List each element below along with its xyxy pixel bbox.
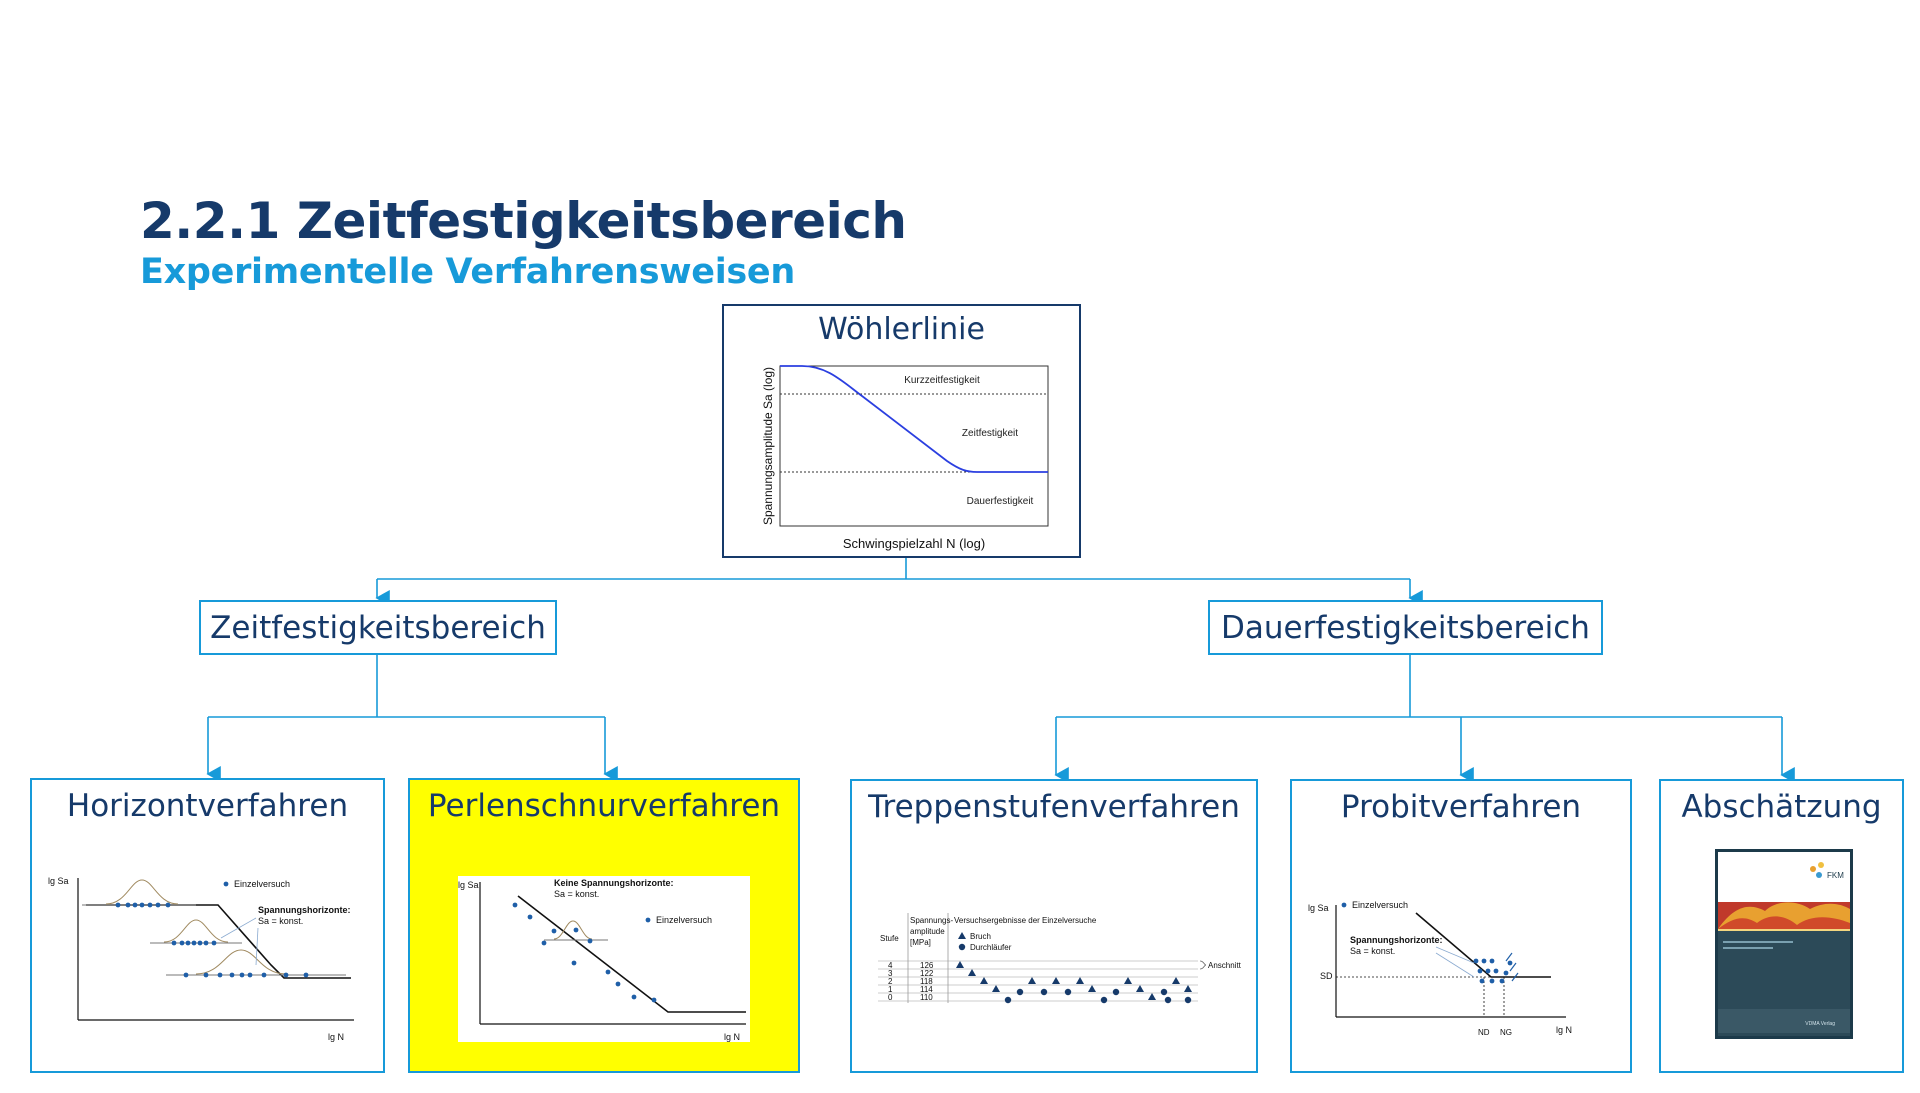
svg-text:122: 122 [920, 969, 934, 978]
svg-text:Stufe: Stufe [880, 934, 899, 943]
svg-text:amplitude: amplitude [910, 927, 945, 936]
svg-text:126: 126 [920, 961, 934, 970]
svg-text:FKM: FKM [1827, 871, 1844, 880]
svg-text:lg Sa: lg Sa [1308, 903, 1329, 913]
abschaetzung-box: Abschätzung FKM VDMA Verlag [1659, 779, 1904, 1073]
region-label: Kurzzeitfestigkeit [904, 375, 980, 386]
svg-text:Einzelversuch: Einzelversuch [234, 879, 290, 889]
chart-ylabel: Spannungsamplitude Sa (log) [761, 367, 775, 525]
treppenstufen-figure: Stufe Spannungs- amplitude [MPa] Versuch… [878, 913, 1242, 1004]
svg-text:Durchläufer: Durchläufer [970, 943, 1012, 952]
perlenschnurverfahren-box: Perlenschnurverfahren lg Sa lg N Keine S… [408, 778, 800, 1073]
svg-text:Bruch: Bruch [970, 932, 991, 941]
svg-text:lg N: lg N [1556, 1025, 1572, 1035]
dauerfestigkeitsbereich-box: Dauerfestigkeitsbereich [1208, 600, 1603, 655]
svg-text:110: 110 [920, 993, 933, 1002]
svg-text:lg N: lg N [724, 1032, 740, 1042]
svg-text:Einzelversuch: Einzelversuch [1352, 900, 1408, 910]
svg-text:lg Sa: lg Sa [48, 876, 69, 886]
zeitfestigkeitsbereich-box: Zeitfestigkeitsbereich [199, 600, 557, 655]
svg-text:1: 1 [888, 985, 893, 994]
page-subtitle: Experimentelle Verfahrensweisen [140, 252, 795, 292]
region-label: Zeitfestigkeit [962, 428, 1018, 439]
dauerfestigkeitsbereich-label: Dauerfestigkeitsbereich [1221, 610, 1590, 646]
svg-text:ND: ND [1478, 1028, 1490, 1037]
svg-text:Versuchsergebnisse der Einzelv: Versuchsergebnisse der Einzelversuche [954, 916, 1097, 925]
svg-text:lg Sa: lg Sa [458, 880, 479, 890]
horizont-figure: lg Sa lg N Einzelversuch Spannungshorizo… [48, 876, 354, 1042]
svg-text:Sa = konst.: Sa = konst. [554, 889, 599, 899]
region-label: Dauerfestigkeit [967, 496, 1034, 507]
svg-text:Anschnitt: Anschnitt [1208, 961, 1242, 970]
probitverfahren-label: Probitverfahren [1340, 789, 1582, 825]
svg-text:3: 3 [888, 969, 893, 978]
zeitfestigkeitsbereich-label: Zeitfestigkeitsbereich [210, 610, 546, 646]
svg-text:NG: NG [1500, 1028, 1512, 1037]
svg-text:Spannungshorizonte:: Spannungshorizonte: [1350, 935, 1443, 945]
probitverfahren-box: Probitverfahren lg Sa lg N SD ND NG Einz… [1290, 779, 1632, 1073]
svg-text:Keine Spannungshorizonte:: Keine Spannungshorizonte: [554, 878, 674, 888]
probit-figure: lg Sa lg N SD ND NG Einzelversuch Spannu… [1308, 900, 1572, 1037]
svg-text:Einzelversuch: Einzelversuch [656, 915, 712, 925]
svg-text:SD: SD [1320, 971, 1333, 981]
svg-text:Sa = konst.: Sa = konst. [258, 916, 303, 926]
svg-text:2: 2 [888, 977, 893, 986]
svg-text:lg N: lg N [328, 1032, 344, 1042]
abschaetzung-label: Abschätzung [1681, 789, 1882, 825]
perlenschnurverfahren-label: Perlenschnurverfahren [427, 788, 781, 824]
treppenstufenverfahren-label: Treppenstufenverfahren [868, 789, 1240, 825]
svg-text:114: 114 [920, 985, 933, 994]
svg-text:Spannungshorizonte:: Spannungshorizonte: [258, 905, 351, 915]
treppenstufenverfahren-box: Treppenstufenverfahren Stufe Spannungs- … [850, 779, 1258, 1073]
svg-text:Sa = konst.: Sa = konst. [1350, 946, 1395, 956]
woehlerlinie-chart: Kurzzeitfestigkeit Zeitfestigkeit Dauerf… [761, 365, 1049, 551]
perlenschnur-figure: lg Sa lg N Keine Spannungshorizonte: Sa … [458, 876, 750, 1042]
woehlerlinie-box: Wöhlerlinie Kurzzeitfestigkeit Zeitfesti… [722, 304, 1081, 558]
woehlerlinie-label: Wöhlerlinie [818, 312, 985, 347]
page-title: 2.2.1 Zeitfestigkeitsbereich [140, 192, 907, 250]
svg-text:VDMA Verlag: VDMA Verlag [1805, 1021, 1835, 1027]
horizontverfahren-box: Horizontverfahren lg Sa lg N Einzelversu… [30, 778, 385, 1073]
fkm-book-cover: FKM VDMA Verlag [1715, 849, 1853, 1039]
svg-text:0: 0 [888, 993, 893, 1002]
chart-xlabel: Schwingspielzahl N (log) [843, 536, 985, 551]
horizontverfahren-label: Horizontverfahren [66, 788, 349, 824]
svg-text:Spannungs-: Spannungs- [910, 916, 953, 925]
svg-text:4: 4 [888, 961, 893, 970]
svg-text:[MPa]: [MPa] [910, 938, 931, 947]
svg-text:118: 118 [920, 977, 933, 986]
